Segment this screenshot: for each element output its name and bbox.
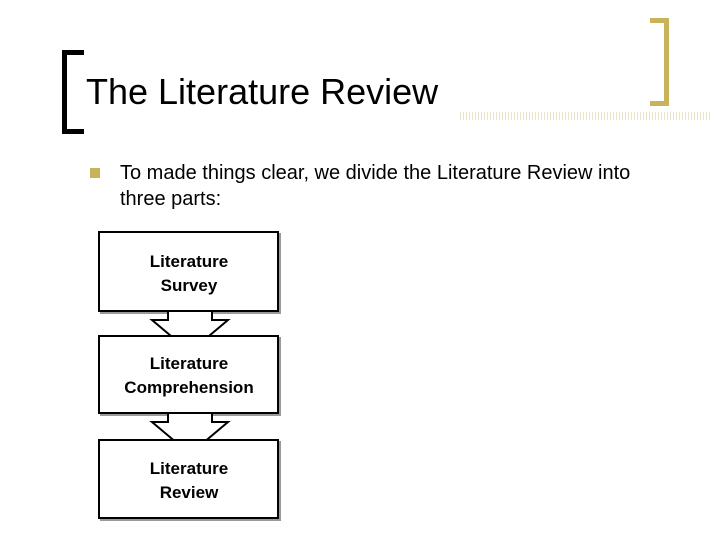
page-title: The Literature Review bbox=[86, 71, 439, 112]
flow-box-label: Literature Survey bbox=[99, 250, 279, 298]
bullet-square-icon bbox=[90, 168, 100, 178]
flow-box-label-line: Survey bbox=[160, 276, 218, 295]
flow-box-comprehension bbox=[98, 335, 279, 414]
left-bracket-decoration bbox=[62, 129, 84, 134]
flow-box-label-line: Comprehension bbox=[124, 378, 254, 397]
flow-box-label: Literature Comprehension bbox=[99, 352, 279, 400]
right-bracket-decoration bbox=[664, 18, 669, 106]
right-bracket-decoration bbox=[650, 101, 669, 106]
flow-box-label: Literature Review bbox=[99, 457, 279, 505]
flow-box-label-line: Review bbox=[159, 483, 219, 502]
flow-box-label-line: Literature bbox=[149, 354, 229, 373]
flow-box-label-line: Literature bbox=[149, 252, 229, 271]
left-bracket-decoration bbox=[62, 50, 67, 134]
right-bracket-decoration bbox=[650, 18, 669, 23]
left-bracket-decoration bbox=[62, 50, 84, 55]
flow-box-survey bbox=[98, 231, 279, 312]
flow-box-review bbox=[98, 439, 279, 519]
bullet-text: To made things clear, we divide the Lite… bbox=[120, 162, 631, 210]
title-rule-decoration bbox=[460, 112, 710, 120]
flow-box-label-line: Literature bbox=[149, 459, 229, 478]
